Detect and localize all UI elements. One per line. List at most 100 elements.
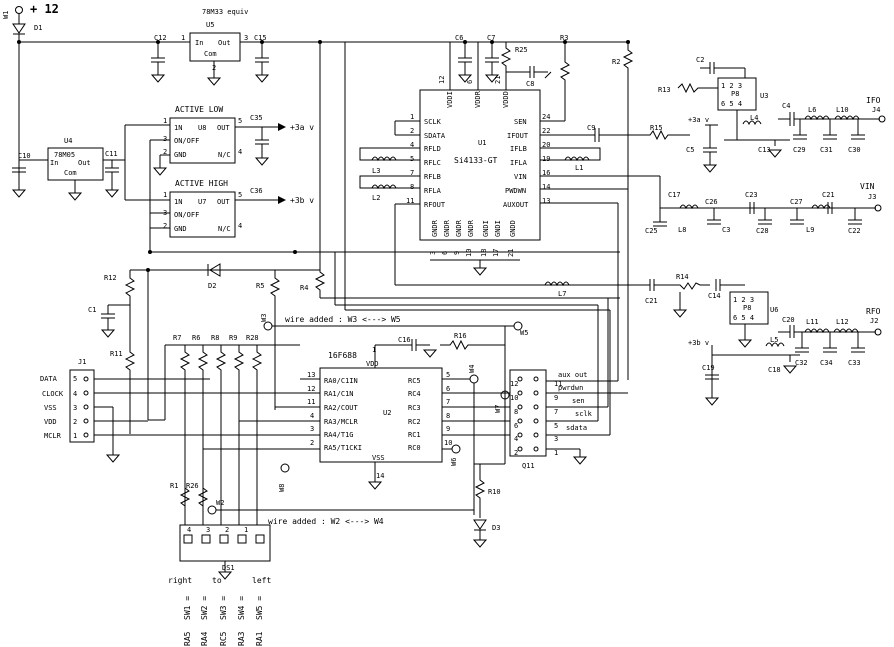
svg-text:OUT: OUT: [217, 198, 230, 206]
svg-text:C9: C9: [587, 124, 595, 132]
svg-text:C19: C19: [702, 364, 715, 372]
svg-text:Si4133-GT: Si4133-GT: [454, 156, 498, 165]
svg-text:14: 14: [376, 472, 384, 480]
resistor-r3: R3: [559, 34, 571, 121]
svg-text:R25: R25: [515, 46, 528, 54]
svg-text:R10: R10: [488, 488, 501, 496]
svg-text:R7: R7: [173, 334, 181, 342]
mixer-u3: 1 2 3 P8 6 5 4 U3: [705, 68, 768, 140]
svg-text:6 5 4: 6 5 4: [733, 314, 754, 322]
regulator-u8: ACTIVE LOW 1N U8 OUT ON/OFF GND N/C 1 5 …: [152, 105, 314, 176]
capacitor-c22: C22: [848, 208, 862, 235]
diode-d3: D3: [472, 519, 500, 548]
svg-text:4: 4: [310, 412, 314, 420]
svg-text:GNDR: GNDR: [443, 219, 451, 237]
svg-text:3: 3: [163, 135, 167, 143]
svg-text:C5: C5: [686, 146, 694, 154]
svg-text:RA5/T1CKI: RA5/T1CKI: [324, 444, 362, 452]
svg-text:D3: D3: [492, 524, 500, 532]
svg-text:U7: U7: [198, 198, 206, 206]
node-w4: W4: [468, 365, 479, 384]
svg-text:1: 1: [372, 346, 376, 354]
svg-text:U6: U6: [770, 306, 778, 314]
capacitor-c9: C9: [587, 124, 645, 142]
svg-text:J4: J4: [872, 106, 880, 114]
capacitor-c31: C31: [820, 119, 837, 154]
svg-text:21: 21: [494, 76, 502, 84]
resistor-r13: R13: [658, 82, 705, 94]
node-w5: W5: [513, 321, 528, 337]
svg-text:OUT: OUT: [217, 124, 230, 132]
svg-text:10: 10: [510, 394, 518, 402]
svg-text:R1: R1: [170, 482, 178, 490]
svg-text:RFO: RFO: [866, 307, 881, 316]
svg-text:GNDR: GNDR: [467, 219, 475, 237]
svg-text:SW3 =: SW3 =: [219, 596, 228, 620]
svg-text:2: 2: [163, 148, 167, 156]
svg-text:U2: U2: [383, 409, 391, 417]
resistor-r14: R14: [654, 273, 710, 318]
svg-text:SW2 =: SW2 =: [200, 596, 209, 620]
svg-text:6: 6: [466, 80, 474, 84]
svg-text:13: 13: [542, 197, 550, 205]
capacitor-c30: C30: [848, 119, 865, 154]
svg-text:IFOUT: IFOUT: [507, 132, 529, 140]
svg-text:ACTIVE HIGH: ACTIVE HIGH: [175, 179, 228, 188]
svg-text:5: 5: [446, 371, 450, 379]
svg-text:In: In: [50, 159, 58, 167]
svg-text:GNDR: GNDR: [431, 219, 439, 237]
capacitor-c1: C1: [88, 305, 116, 338]
svg-text:MCLR: MCLR: [44, 432, 62, 440]
diode-d1-symbol: [12, 23, 26, 34]
svg-text:RFLB: RFLB: [424, 173, 441, 181]
svg-text:C7: C7: [487, 34, 495, 42]
svg-text:2: 2: [73, 418, 77, 426]
mcu-u2: 16F688 VDD 1 U2 VSS 14 RA0/C1IN RA1/C1N …: [307, 346, 452, 480]
svg-text:Out: Out: [218, 39, 231, 47]
inductor-l11: [804, 328, 830, 334]
svg-text:C16: C16: [398, 336, 411, 344]
svg-text:10: 10: [465, 249, 473, 257]
svg-text:VIN: VIN: [514, 173, 527, 181]
svg-text:C20: C20: [782, 316, 795, 324]
svg-text:to: to: [212, 576, 222, 585]
svg-text:In: In: [195, 39, 203, 47]
svg-text:RC5: RC5: [408, 377, 421, 385]
capacitor-c26: C26: [705, 198, 721, 225]
svg-text:1: 1: [181, 34, 185, 42]
svg-text:VDDR: VDDR: [474, 90, 482, 108]
node-w7: W7: [494, 390, 510, 413]
svg-text:20: 20: [542, 141, 550, 149]
inductor-l5-label: L5: [770, 336, 778, 344]
label-3b-v-rf: +3b v: [688, 339, 709, 347]
inductor-l4-label: L4: [750, 114, 758, 122]
svg-text:GNDI: GNDI: [482, 220, 490, 237]
resistor-r26: R26: [186, 480, 209, 514]
svg-text:3: 3: [310, 425, 314, 433]
svg-text:10: 10: [444, 439, 452, 447]
inductor-l7: [544, 281, 570, 287]
resistor-r12: R12: [104, 270, 136, 345]
svg-text:8: 8: [514, 408, 518, 416]
svg-text:VDD: VDD: [366, 360, 379, 368]
svg-text:1N: 1N: [174, 124, 182, 132]
svg-text:24: 24: [542, 113, 550, 121]
switch-table: right to left SW1 = SW2 = SW3 = SW4 = SW…: [168, 576, 271, 646]
capacitor-c6: C6: [449, 34, 473, 90]
svg-text:7: 7: [446, 398, 450, 406]
inductor-l12: [833, 328, 859, 334]
resistor-r1: R1: [170, 480, 191, 514]
wire-note-w3-w5: wire added : W3 <---> W5: [285, 315, 401, 324]
svg-text:2: 2: [163, 222, 167, 230]
svg-text:RA3: RA3: [237, 631, 246, 646]
svg-text:5: 5: [238, 117, 242, 125]
svg-text:R11: R11: [110, 350, 123, 358]
node-w8: W8: [278, 463, 290, 492]
svg-text:L10: L10: [836, 106, 849, 114]
svg-text:8: 8: [410, 183, 414, 191]
svg-text:RFLC: RFLC: [424, 159, 441, 167]
svg-text:W3: W3: [260, 314, 268, 322]
svg-text:SDATA: SDATA: [424, 132, 446, 140]
svg-text:2: 2: [225, 526, 229, 534]
svg-text:aux out: aux out: [558, 371, 588, 379]
